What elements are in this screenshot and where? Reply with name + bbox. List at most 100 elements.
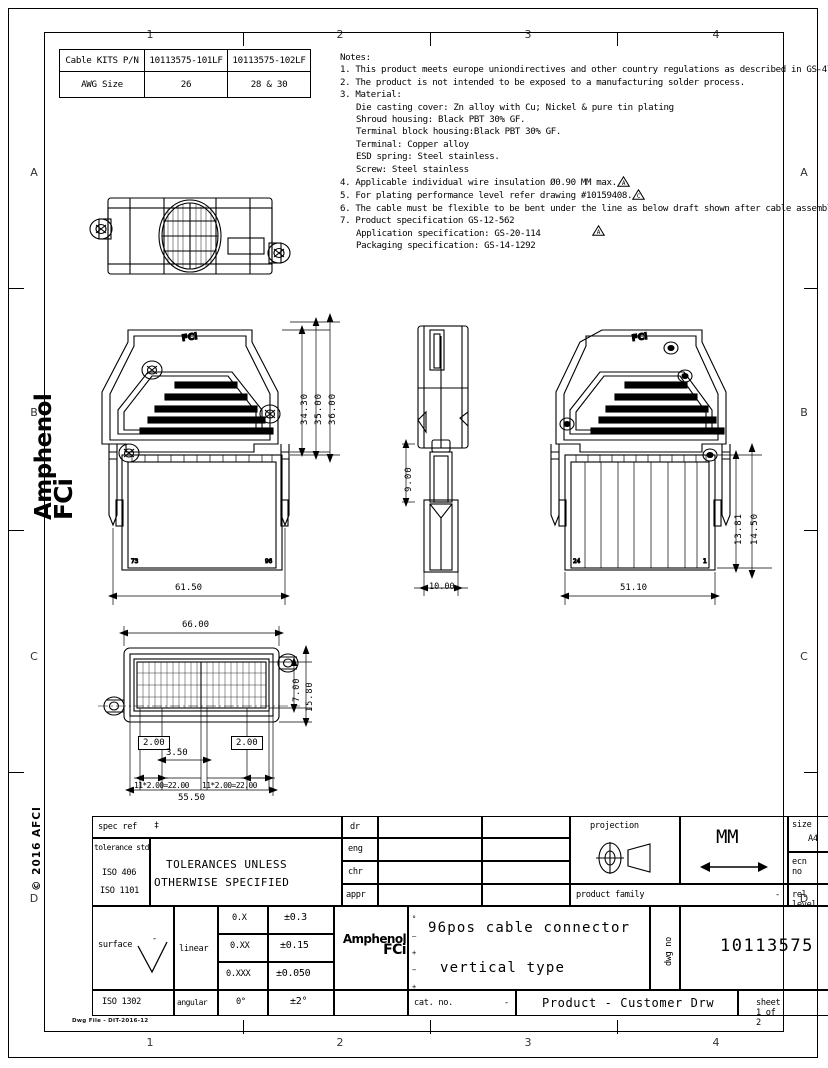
title-prefix-marks: °–+−+ <box>412 915 416 991</box>
tolerance-std-label: tolerance std <box>94 843 149 852</box>
spec-ref-cell <box>92 816 342 838</box>
logo-bottom-cell <box>334 990 408 1016</box>
tol-0xx-key-cell <box>218 934 268 962</box>
note-3-material-shroud: Shroud housing: Black PBT 30% GF. <box>356 115 526 126</box>
approval-appr-value-cell[interactable] <box>378 884 482 906</box>
dim-bottom-pitch-right-2-00: 2.00 <box>231 736 263 750</box>
doc-type-cell <box>516 990 738 1016</box>
zone-tick-bot-2 <box>430 1020 432 1034</box>
zone-tick-right-3 <box>804 772 818 774</box>
tol-0x-val-cell <box>268 906 334 934</box>
approval-eng-value-cell[interactable] <box>378 838 482 861</box>
tolerance-note-cell <box>150 838 342 906</box>
note-3: 3. Material: <box>340 90 402 101</box>
dim-bottom-gap-3-50: 3.50 <box>166 748 188 758</box>
tol-0xx-key: 0.XX <box>230 941 250 951</box>
zone-num-bot-4: 4 <box>712 1036 720 1049</box>
approval-chr-label: chr <box>348 867 363 877</box>
tol-0x-key-cell <box>218 906 268 934</box>
approval-dr-date-cell[interactable] <box>482 816 570 838</box>
zone-num-top-2: 2 <box>336 28 344 41</box>
units-value: MM <box>716 826 739 848</box>
approval-dr-value-cell[interactable] <box>378 816 482 838</box>
svg-text:FCi: FCi <box>181 332 198 344</box>
approval-chr-label-cell <box>342 861 378 884</box>
zone-tick-bot-3 <box>617 1020 619 1034</box>
dwg-no-label-cell <box>650 906 680 990</box>
approval-eng-label-cell <box>342 838 378 861</box>
approval-dr-label: dr <box>350 822 360 832</box>
dwg-no-value-cell <box>680 906 828 990</box>
tol-0xx-val-cell <box>268 934 334 962</box>
zone-letter-right-a: A <box>800 166 808 179</box>
approval-dr-label-cell <box>342 816 378 838</box>
first-angle-projection-icon <box>596 842 651 874</box>
surface-std-cell <box>92 990 174 1016</box>
zone-tick-right-1 <box>804 288 818 290</box>
zone-tick-bot-1 <box>243 1020 245 1034</box>
dim-bottom-span-right: 11*2.00=22.00 <box>202 781 257 790</box>
tol-0xxx-key: 0.XXX <box>226 969 251 979</box>
approval-appr-date-cell[interactable] <box>482 884 570 906</box>
zone-num-bot-2: 2 <box>336 1036 344 1049</box>
approval-eng-date-cell[interactable] <box>482 838 570 861</box>
cat-no-label: cat. no. <box>414 998 453 1008</box>
tolerance-std-iso1101: ISO 1101 <box>100 886 139 896</box>
spec-ref-value: ‡ <box>154 821 159 831</box>
units-cell <box>680 816 788 884</box>
note-3-material-terminal: Terminal: Copper alloy <box>356 139 469 150</box>
note-6: 6. The cable must be flexible to be bent… <box>340 203 828 214</box>
titleblock-logo-amphenol: Amphenol <box>342 932 407 946</box>
drawing-title-line1: 96pos cable connector <box>428 920 631 936</box>
zone-num-top-3: 3 <box>524 28 532 41</box>
tol-0x-val: ±0.3 <box>284 912 307 923</box>
tolerance-std-cell <box>92 838 150 906</box>
rel-level-cell[interactable] <box>788 884 828 906</box>
note-7-application-spec: Application specification: GS-20-114 <box>356 228 541 239</box>
svg-text:FCi: FCi <box>631 332 648 344</box>
notes-block: Notes: 1. This product meets europe unio… <box>340 52 828 253</box>
svg-text:73: 73 <box>131 558 139 565</box>
dim-bottom-55-50: 55.50 <box>178 793 206 803</box>
zone-letter-left-c: C <box>30 650 38 663</box>
svg-text:C: C <box>637 193 641 200</box>
note-1: 1. This product meets europe uniondirect… <box>340 65 828 76</box>
note-2: 2. The product is not intended to be exp… <box>340 77 745 88</box>
angular-val-cell <box>268 990 334 1016</box>
tol-0xxx-key-cell <box>218 962 268 990</box>
approval-appr-label: appr <box>346 890 366 900</box>
note-5: 5. For plating performance level refer d… <box>340 189 828 202</box>
units-arrow-icon <box>700 862 768 872</box>
linear-cell <box>174 906 218 990</box>
dim-bottom-15-80: 15.80 <box>305 681 315 712</box>
size-label: size <box>792 820 812 830</box>
approval-chr-value-cell[interactable] <box>378 861 482 884</box>
rel-level-label: rel level <box>792 890 817 910</box>
surface-mark: - <box>152 934 157 944</box>
svg-text:A: A <box>622 180 626 187</box>
title-block: spec ref ‡ tolerance std ISO 406 ISO 110… <box>92 816 828 1028</box>
title-cell <box>408 906 650 990</box>
tolerance-note-line2: OTHERWISE SPECIFIED <box>154 876 290 889</box>
svg-text:96: 96 <box>265 558 273 565</box>
svg-text:24: 24 <box>573 558 581 565</box>
surface-std-value: ISO 1302 <box>102 997 141 1007</box>
ecn-no-cell[interactable] <box>788 852 828 884</box>
dim-front-61-50: 61.50 <box>175 583 203 593</box>
titleblock-logo: Amphenol FCi <box>336 932 407 958</box>
zone-num-top-4: 4 <box>712 28 720 41</box>
titleblock-logo-fci: FCi <box>383 942 406 958</box>
zone-tick-top-2 <box>430 32 432 46</box>
logo-cell <box>334 906 408 990</box>
file-reference: Dwg File - DIT-2016-12 <box>72 1018 149 1024</box>
approval-eng-label: eng <box>348 844 363 854</box>
table-row: AWG Size 26 28 & 30 <box>59 71 311 98</box>
zone-num-top-1: 1 <box>146 28 154 41</box>
approval-chr-date-cell[interactable] <box>482 861 570 884</box>
drawing-title-line2: vertical type <box>440 960 566 976</box>
svg-text:1: 1 <box>703 558 707 565</box>
surface-cell <box>92 906 174 990</box>
